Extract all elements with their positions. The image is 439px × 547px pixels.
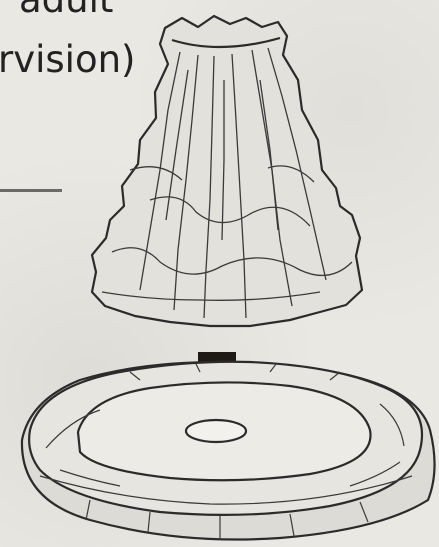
volcano-base: [22, 362, 435, 540]
volcano-cone: [92, 16, 362, 326]
